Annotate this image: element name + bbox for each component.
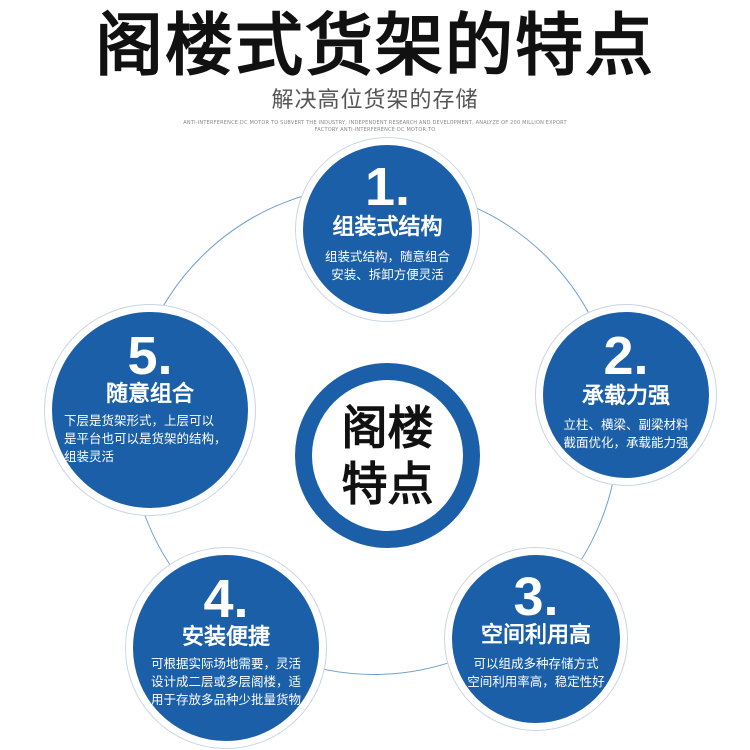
feature-title-1: 组装式结构 (332, 215, 443, 240)
feature-desc-5-line-3: 组装灵活 (64, 449, 115, 464)
feature-number-3: 3. (513, 567, 559, 627)
english-tagline-1: ANTI-INTERFERENCE DC MOTOR TO SUBVERT TH… (183, 120, 567, 126)
center-text-line-2: 特点 (341, 457, 434, 511)
feature-desc-3-line-1: 可以组成多种存储方式 (473, 656, 599, 671)
center-text-line-1: 阁楼 (341, 401, 434, 455)
feature-number-1: 1. (364, 157, 411, 217)
feature-desc-4: 可根据实际场地需要，灵活 设计成二层或多层阁楼，适 用于存放多品种少批量货物 (145, 655, 307, 709)
feature-desc-1: 组装式结构，随意组合 安装、拆卸方便灵活 (317, 248, 458, 284)
feature-desc-3: 可以组成多种存储方式 空间利用率高，稳定性好 (466, 655, 606, 691)
feature-title-4: 安装便捷 (181, 625, 270, 650)
feature-desc-2-line-1: 立柱、横梁、副梁材料 (563, 417, 689, 432)
feature-desc-5-line-2: 是平台也可以是货架的结构， (64, 431, 227, 446)
english-tagline-2: FACTORY ANTI-INTERFERENCE DC MOTOR TO (314, 127, 436, 133)
feature-desc-4-line-2: 设计成二层或多层阁楼，适 (150, 674, 301, 689)
feature-title-3: 空间利用高 (480, 623, 591, 648)
feature-number-2: 2. (603, 326, 649, 386)
feature-circle-3: 3. 空间利用高 可以组成多种存储方式 空间利用率高，稳定性好 (445, 548, 627, 730)
feature-desc-4-line-1: 可根据实际场地需要，灵活 (150, 656, 301, 671)
page-title: 阁楼式货架的特点 (94, 7, 655, 86)
center-inner-disc: 阁楼 特点 (312, 380, 463, 531)
feature-desc-5-line-1: 下层是货架形式，上层可以 (64, 413, 215, 428)
feature-title-2: 承载力强 (581, 384, 670, 409)
feature-circle-4: 4. 安装便捷 可根据实际场地需要，灵活 设计成二层或多层阁楼，适 用于存放多品… (126, 548, 326, 748)
feature-desc-2-line-2: 截面优化，承载能力强 (563, 435, 689, 450)
feature-number-4: 4. (203, 569, 249, 629)
feature-desc-5: 下层是货架形式，上层可以 是平台也可以是货架的结构， 组装灵活 (64, 412, 236, 466)
feature-circle-2: 2. 承载力强 立柱、横梁、副梁材料 截面优化，承载能力强 (536, 305, 716, 485)
page-subtitle: 解决高位货架的存储 (271, 88, 479, 113)
center-circle: 阁楼 特点 (295, 363, 480, 548)
feature-desc-2: 立柱、横梁、副梁材料 截面优化，承载能力强 (557, 416, 695, 452)
feature-desc-1-line-2: 安装、拆卸方便灵活 (331, 267, 444, 282)
feature-desc-4-line-3: 用于存放多品种少批量货物 (150, 692, 301, 707)
feature-desc-1-line-1: 组装式结构，随意组合 (324, 249, 450, 264)
feature-circle-1: 1. 组装式结构 组装式结构，随意组合 安装、拆卸方便灵活 (296, 138, 479, 321)
feature-desc-3-line-2: 空间利用率高，稳定性好 (467, 674, 605, 689)
feature-circle-5: 5. 随意组合 下层是货架形式，上层可以 是平台也可以是货架的结构， 组装灵活 (45, 305, 255, 515)
feature-title-5: 随意组合 (105, 382, 194, 407)
feature-number-5: 5. (127, 326, 173, 386)
